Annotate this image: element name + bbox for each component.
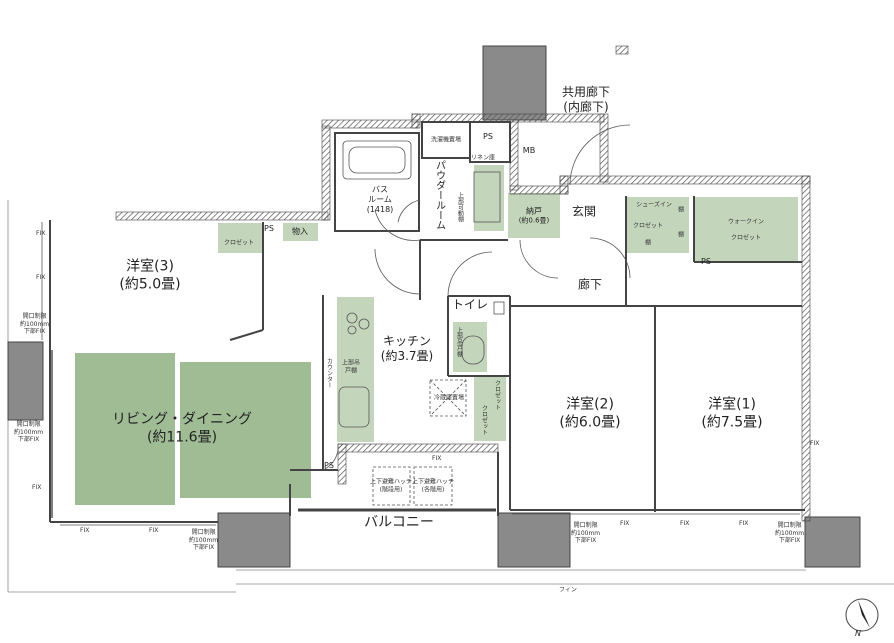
fix-note-10: FIX: [810, 440, 820, 447]
hall-label: 廊下: [577, 277, 603, 292]
fridge: [429, 379, 467, 417]
column-bottom-mid: [497, 512, 571, 568]
limit-note-1: 開口制限 約100mm 下部FIX: [20, 313, 50, 335]
fix-note-3: FIX: [32, 484, 42, 491]
powder-label: パウダールーム: [433, 160, 445, 230]
linen-upper: [474, 165, 504, 231]
closet-k1-label: クロゼット: [493, 380, 501, 410]
ldk-floor-1: [75, 353, 175, 505]
room1-label: 洋室(1)(約7.5畳): [701, 396, 763, 431]
green-floors: [75, 165, 798, 505]
walkin-closet: [694, 197, 798, 263]
ldk-label: リビング・ダイニング(約11.6畳): [112, 411, 252, 446]
nando-label: 納戸(約0.6畳): [518, 206, 550, 225]
stove-2: [358, 318, 370, 330]
vanity: [473, 171, 501, 223]
sink: [338, 386, 370, 428]
closet-r3: [218, 223, 263, 253]
hatch-box-2: [413, 466, 453, 506]
shoes-closet: [627, 197, 689, 253]
ldk-floor-2: [180, 362, 311, 498]
laundry-label: 洗濯機置場: [431, 136, 462, 144]
column-left: [7, 341, 44, 421]
ps-kitchen-label: PS: [324, 461, 334, 470]
column-bottom-right: [804, 516, 861, 568]
fin-label: フィン: [559, 586, 577, 594]
bathtub-inner: [348, 146, 406, 174]
fix-note-5: FIX: [149, 527, 159, 534]
toilet-tank: [493, 301, 505, 315]
shelf-label-3: 棚: [644, 239, 652, 247]
hatch-box-1: [372, 466, 411, 506]
hatch1-label: 上下避難ハッチ(階段用): [369, 478, 413, 494]
closet-r3-label: クロゼット: [223, 239, 255, 247]
fix-note-7: FIX: [620, 520, 630, 527]
shoes-in-label: シューズイン: [636, 201, 672, 209]
room2-label: 洋室(2)(約6.0畳): [559, 396, 621, 431]
limit-note-4: 開口制限 約100mm 下部FIX: [571, 522, 601, 544]
upper-hanging-label: 上部吊戸棚: [341, 359, 360, 375]
limit-note-5: 開口制限 約100mm 下部FIX: [775, 522, 805, 544]
outer-walls: [115, 45, 811, 522]
corridor-label: 共用廊下(内廊下): [561, 85, 611, 114]
bath-label: バス ルーム(1418): [366, 185, 394, 214]
ps-top-label: PS: [483, 132, 493, 141]
north-label: N: [855, 629, 861, 638]
door-swings: [322, 124, 631, 471]
limit-note-3: 開口制限 約100mm 下部FIX: [189, 529, 219, 551]
storage-label: 物入: [292, 227, 308, 236]
column-top: [482, 45, 547, 121]
fridge-label: 冷蔵庫置場: [433, 394, 464, 402]
north-arrow: [845, 598, 879, 632]
hatch2-label: 上下避難ハッチ(各階用): [411, 478, 455, 494]
fix-note-9: FIX: [739, 520, 749, 527]
nando: [508, 193, 560, 238]
shelf-label-1: 棚: [677, 206, 685, 214]
fixtures: [41, 140, 800, 526]
fix-note-6: FIX: [432, 455, 442, 462]
upper-cabinet-label: 上部可動棚: [456, 192, 464, 222]
interior-walls: [49, 121, 805, 523]
ps-r3-label: PS: [264, 224, 274, 233]
limit-note-2: 開口制限 約100mm 下部FIX: [14, 421, 44, 443]
shelf-label-2: 棚: [677, 231, 685, 239]
fix-note-4: FIX: [80, 527, 90, 534]
columns: [7, 45, 861, 568]
walkin-label: ウォークインクロゼット: [727, 218, 765, 242]
ps-walkin-label: PS: [701, 257, 711, 266]
closet-kitchen-2: [474, 419, 506, 441]
stove-3: [347, 325, 357, 335]
closet-kitchen-1: [474, 377, 506, 419]
linen-label: リネン庫: [470, 154, 496, 162]
closet-k2-label: クロゼット: [480, 405, 488, 435]
balcony-label: バルコニー: [364, 514, 434, 531]
entrance-label: 玄関: [571, 204, 597, 219]
toilet-upper-label: 上部吊戸棚: [455, 327, 463, 357]
column-bottom-left: [217, 512, 291, 568]
counter-label: カウンター: [325, 358, 333, 388]
fix-note-2: FIX: [36, 274, 46, 281]
bathtub: [342, 140, 412, 180]
fix-note-8: FIX: [680, 520, 690, 527]
shoes-closet-label: クロゼット: [632, 222, 664, 230]
mb-label: MB: [522, 146, 536, 155]
toilet-label: トイレ: [451, 297, 489, 312]
room3-label: 洋室(3)(約5.0畳): [119, 258, 181, 293]
stove-1: [346, 312, 358, 324]
kitchen-label: キッチン(約3.7畳): [380, 334, 434, 363]
fix-note-1: FIX: [36, 230, 46, 237]
toilet-bowl: [461, 335, 485, 365]
storage: [283, 223, 318, 241]
